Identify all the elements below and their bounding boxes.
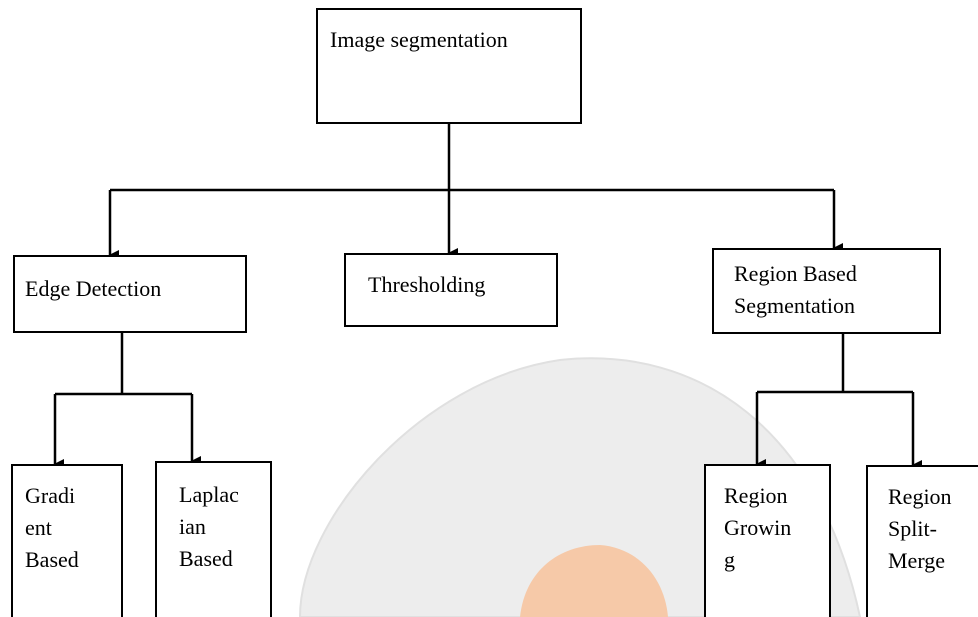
node-label: Edge Detection [25,276,162,301]
node-label: Thresholding [368,272,486,297]
watermark-inner-shape [520,545,668,617]
node-region-split-merge: Region Split- Merge [866,465,978,617]
node-image-segmentation: Image segmentation [316,8,582,124]
node-label: Gradi ent Based [25,483,79,572]
node-region-based-segmentation: Region Based Segmentation [712,248,941,334]
node-label: Region Based Segmentation [734,261,857,318]
node-label: Image segmentation [330,27,508,52]
node-laplacian-based: Laplac ian Based [155,461,272,617]
node-gradient-based: Gradi ent Based [11,464,123,617]
node-edge-detection: Edge Detection [13,255,247,333]
node-label: Laplac ian Based [179,482,239,571]
node-label: Region Split- Merge [888,484,952,573]
node-label: Region Growin g [724,483,792,572]
node-region-growing: Region Growin g [704,464,831,617]
node-thresholding: Thresholding [344,253,558,327]
